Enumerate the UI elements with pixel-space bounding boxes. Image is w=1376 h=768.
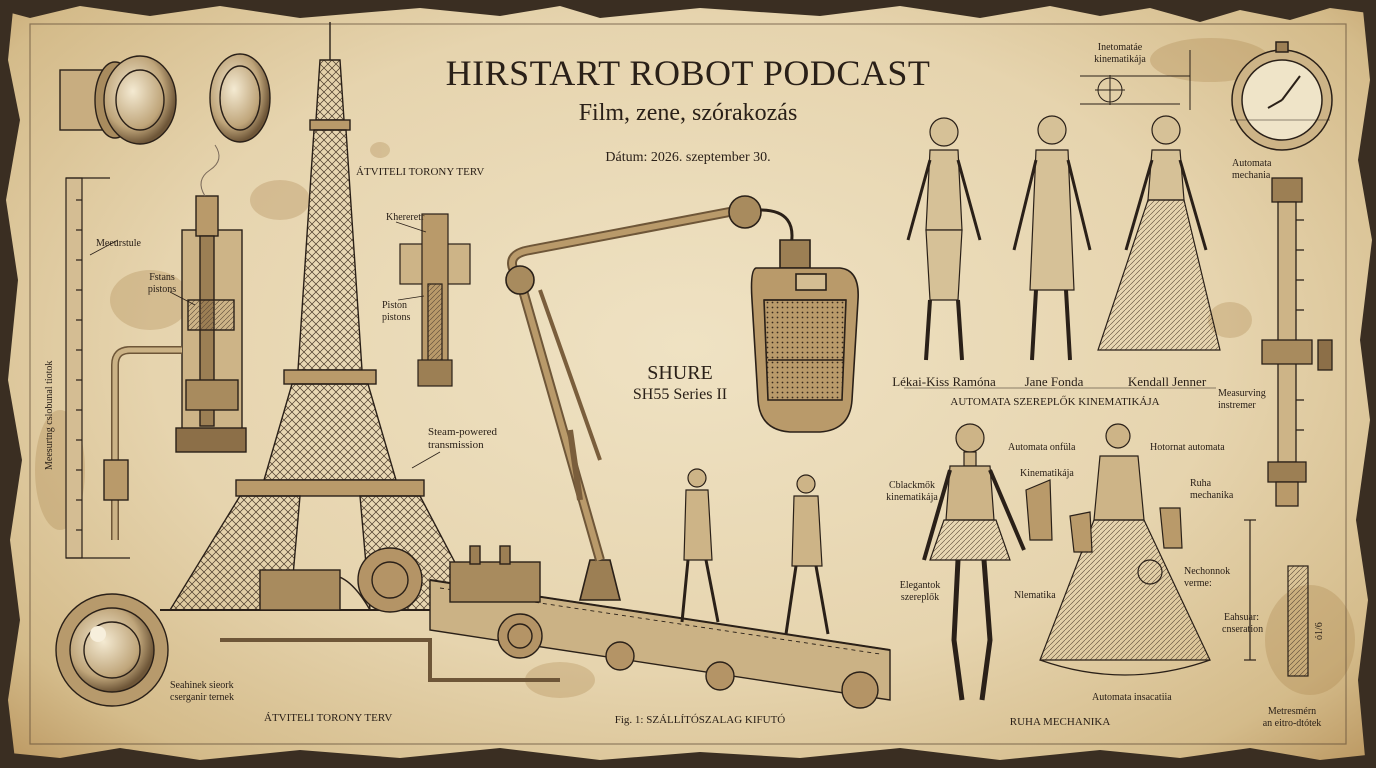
figure-1 [906,117,982,361]
cast-heading: AUTOMATA SZEREPLŐK KINEMATIKÁJA [950,396,1160,408]
bracket-right-bottom [1244,519,1309,677]
measuring-instrument-right [1261,177,1333,507]
label-nlematika: Nlematika [1014,590,1056,601]
label-metresmern-1: Metresmérn [1267,706,1317,717]
label-nechonnok-2: verme: [1184,578,1212,589]
label-auto-mech-1: Automata [1232,158,1272,169]
ruha-heading: RUHA MECHANIKA [1009,716,1111,728]
piston-detail-center [395,213,471,387]
lens-bottom-left [55,593,169,707]
mic-brand: SHURE [647,362,713,384]
label-measuring-2: instremer [1218,400,1256,411]
mic-model: SH55 Series II [632,386,728,403]
paper-stains [35,38,1355,698]
label-eahsuar-2: cnseration [1222,624,1264,635]
label-measuring-1: Measurving [1218,388,1266,399]
label-ruha-mech-2: mechanika [1190,490,1234,501]
label-pistons-left-2: pistons [147,284,177,295]
label-kherertr: Khereretr [386,212,425,223]
microphone [750,239,859,433]
figure-2 [1012,115,1092,361]
label-tower-plan-top: ÁTVITELI TORONY TERV [356,166,485,178]
microphone-boom [505,195,794,601]
lens-assembly-top-left [59,53,271,145]
label-elegantok-2: szereplők [900,592,940,603]
cast-name-2: Jane Fonda [1024,374,1084,389]
label-cblackmok-2: kinematikája [886,492,938,503]
conveyor-runway [220,545,891,709]
measuring-rod-left [65,177,130,559]
label-kin-top-1: Inetomatáe [1097,42,1143,53]
label-hotornat: Hotornat automata [1150,442,1225,453]
label-metresmern-2: an eitro-dtótek [1262,718,1322,729]
label-tower-plan-bottom: ÁTVITELI TORONY TERV [264,712,393,724]
steam-piston-left [103,144,247,540]
label-automata-ins: Automata insacatiia [1092,692,1172,703]
label-auto-mech-2: mechania [1232,170,1271,181]
label-eahsuar-1: Eahsuar: [1224,612,1259,623]
caption-conveyor: Fig. 1: SZÁLLÍTÓSZALAG KIFUTÓ [614,714,786,726]
dress-mechanism [1039,423,1211,676]
figure-3 [1097,115,1221,351]
label-ruha-mech-1: Ruha [1190,478,1212,489]
cast-figures [904,115,1221,389]
label-piston-2: pistons [382,312,411,323]
label-pistons-left-1: Fstans [149,272,175,283]
label-auto-onfula: Automata onfüla [1008,442,1076,453]
cast-name-1: Lékai-Kiss Ramóna [892,374,996,389]
kinematic-schematic-top [1080,50,1191,110]
mechanical-mannequin [922,423,1053,701]
label-vertical-left: Meesurtng cslobunal tiotok [44,360,55,470]
label-piston-1: Piston [382,300,408,311]
label-steam-1: Steam-powered [428,426,498,438]
label-measure-tube: Meeurstule [96,238,141,249]
cast-name-3: Kendall Jenner [1127,374,1207,389]
runway-automatons [680,468,830,635]
gauge-dial [1230,41,1333,151]
label-nechonnok-1: Nechonnok [1184,566,1231,577]
label-elegantok-1: Elegantok [899,580,941,591]
label-small-vertical: ó1/6 [1314,622,1325,640]
label-kinematikaja: Kinematikája [1020,468,1074,479]
poster-title: HIRSTART ROBOT PODCAST [445,53,931,93]
label-kin-top-2: kinematikája [1094,54,1146,65]
label-cblackmok-1: Cblackmők [888,480,936,491]
poster-date: Dátum: 2026. szeptember 30. [605,150,771,165]
label-lens-2: cserganir ternek [170,692,234,703]
poster-subtitle: Film, zene, szórakozás [578,100,798,126]
label-steam-2: transmission [428,439,484,451]
label-lens-1: Seahinek siеork [170,680,234,691]
